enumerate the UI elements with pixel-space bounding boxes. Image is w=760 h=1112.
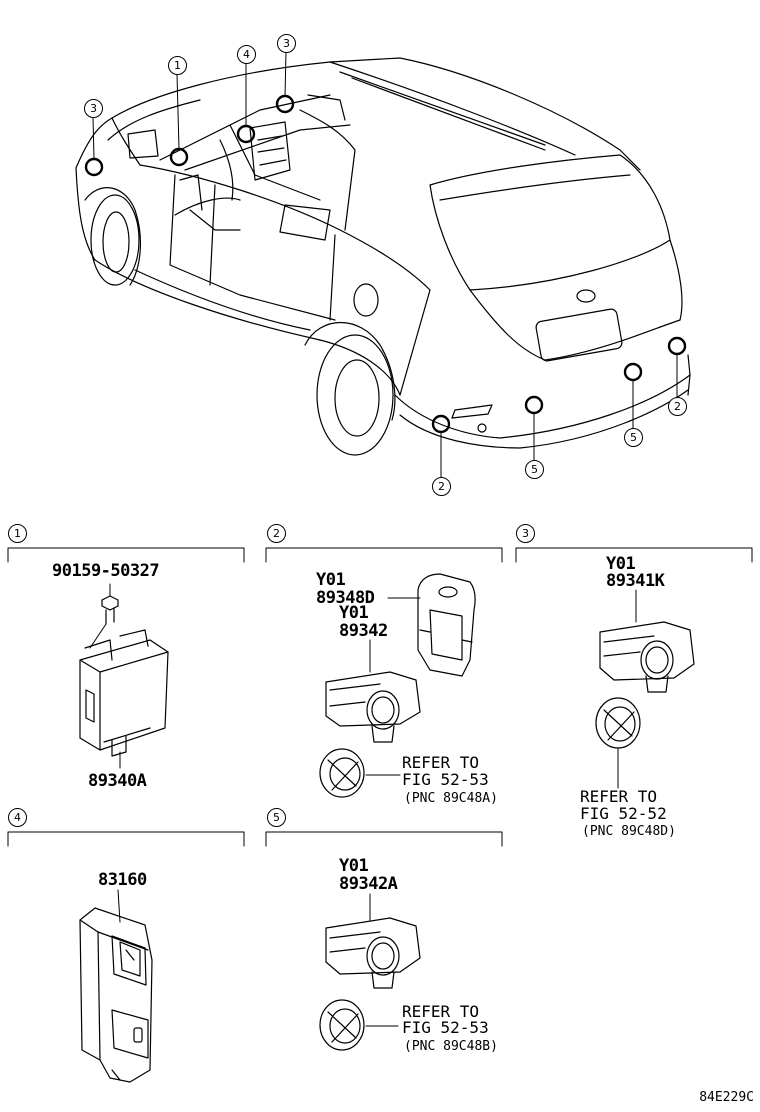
bracket-color-code: Y01 [316,570,346,590]
callout-5-rear-right: 5 [624,428,643,447]
leader-lines [92,51,678,478]
marker-front-left-sensor [84,157,104,177]
refer-line-3-s5: (PNC 89C48B) [404,1039,498,1054]
refer-line-1-s2: REFER TO [402,753,480,772]
marker-rear-center-right [623,362,643,382]
refer-line-2-s2: FIG 52-53 [402,770,489,789]
sensor-assembly-5 [319,893,421,1051]
marker-ecu [169,147,189,167]
callout-5-rear-left: 5 [525,460,544,479]
sensor-color-code-3: Y01 [606,554,636,574]
callout-3-front-left: 3 [84,99,103,118]
sensor-assembly-3 [595,589,695,789]
bracket-part-number: 89348D [316,588,375,608]
section-number-5: 5 [267,808,286,827]
section-number-4: 4 [8,808,27,827]
callout-1: 1 [168,56,187,75]
section-rules [7,547,753,847]
sensor-part-number-3: 89341K [606,571,665,591]
refer-line-2-s3: FIG 52-52 [580,804,667,823]
callout-2-rear-left: 2 [432,477,451,496]
callout-4: 4 [237,45,256,64]
refer-line-3-s3: (PNC 89C48D) [582,824,676,839]
refer-line-1-s5: REFER TO [402,1002,480,1021]
sensor-part-number-5: 89342A [339,874,398,894]
refer-line-2-s5: FIG 52-53 [402,1018,489,1037]
marker-rear-right-corner [667,336,687,356]
callout-3-front-right: 3 [277,34,296,53]
figure-code: 84E229C [699,1090,754,1105]
section-number-2: 2 [267,524,286,543]
marker-rear-center-left [524,395,544,415]
ecu-part-number: 89340A [88,771,147,791]
switch-drawing [79,889,153,1083]
sensor-color-code-2: Y01 [339,603,369,623]
section-number-3: 3 [516,524,535,543]
refer-line-1-s3: REFER TO [580,787,658,806]
location-markers [84,94,687,434]
ecu-drawing [79,583,169,769]
sensor-part-number-2: 89342 [339,621,388,641]
marker-switch [236,124,256,144]
sensor-assembly-2 [319,573,476,798]
sensor-color-code-5: Y01 [339,856,369,876]
refer-line-3-s2: (PNC 89C48A) [404,791,498,806]
car-outline [75,57,691,456]
switch-part-number: 83160 [98,870,147,890]
callout-2-rear-right: 2 [668,397,687,416]
bolt-part-number: 90159-50327 [52,561,160,581]
section-number-1: 1 [8,524,27,543]
